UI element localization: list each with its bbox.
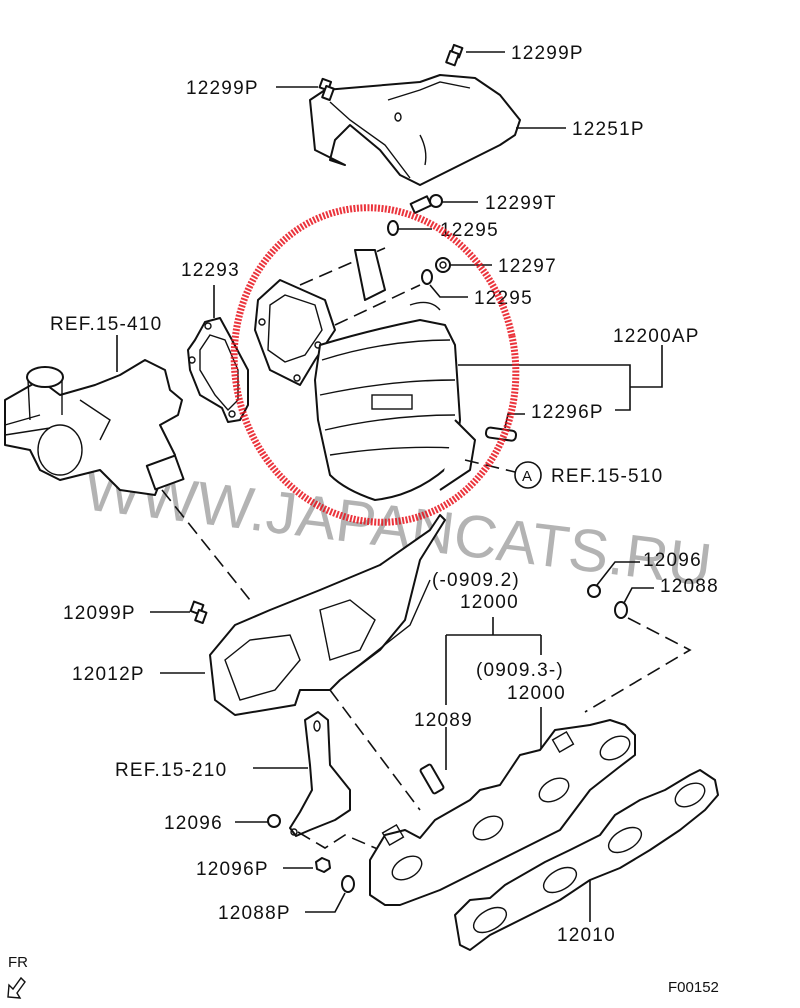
label-12012p[interactable]: 12012P	[72, 664, 145, 685]
ref-a-letter: A	[522, 468, 532, 485]
label-ref-15-210[interactable]: REF.15-210	[115, 760, 227, 781]
upper-heat-cover[interactable]	[309, 74, 521, 186]
label-12088-right[interactable]: 12088	[660, 576, 719, 597]
label-date-range-late: (0909.3-)	[476, 660, 564, 681]
label-12200ap[interactable]: 12200AP	[613, 326, 700, 347]
washer-12295-lower-icon	[421, 269, 433, 285]
manifold-gasket[interactable]	[454, 769, 719, 951]
catalytic-converter[interactable]	[254, 247, 476, 501]
label-12096p[interactable]: 12096P	[196, 859, 269, 880]
highlight-circle	[230, 204, 520, 526]
washer-12088p-icon	[341, 875, 355, 893]
washer-12295-upper-icon	[387, 220, 399, 236]
bolt-12099p-icon	[189, 600, 208, 625]
orientation-label: FR	[8, 954, 28, 971]
label-12296p[interactable]: 12296P	[531, 402, 604, 423]
lower-heat-cover[interactable]	[209, 514, 446, 716]
nut-12297-icon	[435, 257, 451, 273]
label-12089[interactable]: 12089	[414, 710, 473, 731]
label-12096-right[interactable]: 12096	[643, 550, 702, 571]
label-12000-late[interactable]: 12000	[507, 683, 566, 704]
bracket-ref[interactable]	[289, 711, 351, 837]
exhaust-manifold[interactable]	[369, 719, 636, 906]
bolt-12299t-icon	[409, 194, 443, 214]
label-date-range-early: (-0909.2)	[432, 570, 520, 591]
label-12299t[interactable]: 12299T	[485, 193, 557, 214]
label-ref-15-410[interactable]: REF.15-410	[50, 314, 162, 335]
figure-code: F00152	[668, 979, 719, 996]
label-12251p[interactable]: 12251P	[572, 119, 645, 140]
turbocharger-ref[interactable]	[4, 359, 185, 496]
label-12299p-top-left[interactable]: 12299P	[186, 78, 259, 99]
label-12295-lower[interactable]: 12295	[474, 288, 533, 309]
label-12088p[interactable]: 12088P	[218, 903, 291, 924]
nut-12096-left-icon	[267, 814, 281, 828]
label-12297[interactable]: 12297	[498, 256, 557, 277]
washer-12088-right-icon	[614, 601, 628, 619]
bolt-12299p-top-left-icon	[318, 77, 335, 102]
label-12000-early[interactable]: 12000	[460, 592, 519, 613]
nut-12096p-icon	[315, 857, 331, 873]
stud-12089-icon	[419, 763, 445, 795]
label-12096-left[interactable]: 12096	[164, 813, 223, 834]
label-12010[interactable]: 12010	[557, 925, 616, 946]
ref-a-marker[interactable]: A	[514, 461, 542, 489]
label-12293[interactable]: 12293	[181, 260, 240, 281]
bolt-12299p-top-right-icon	[445, 43, 464, 67]
label-12099p[interactable]: 12099P	[63, 603, 136, 624]
nut-12096-right-icon	[587, 584, 601, 598]
front-arrow-icon	[7, 976, 26, 999]
label-12299p-top-right[interactable]: 12299P	[511, 43, 584, 64]
label-ref-15-510[interactable]: REF.15-510	[551, 466, 663, 487]
